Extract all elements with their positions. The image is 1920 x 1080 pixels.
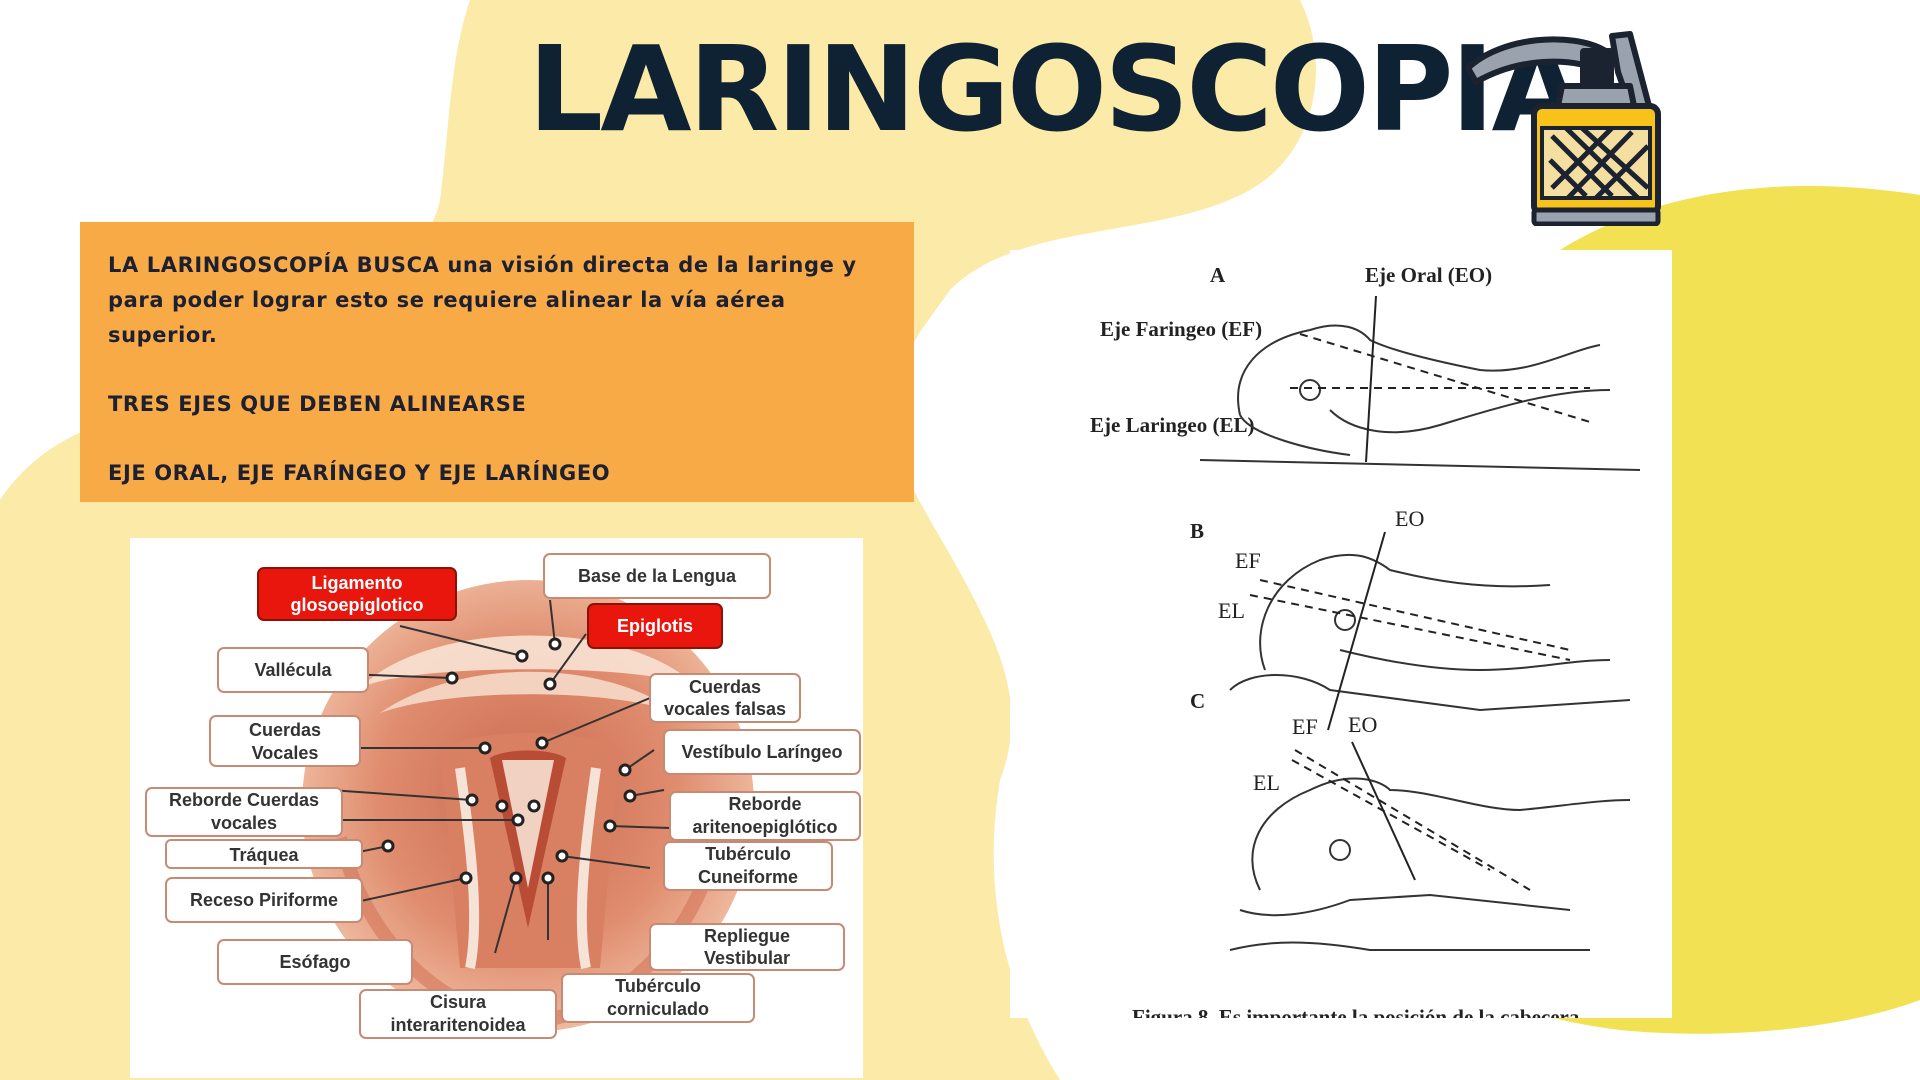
svg-text:aritenoepiglótico: aritenoepiglótico xyxy=(692,817,837,837)
label-repliegue-vestibular: Repliegue Vestibular xyxy=(649,923,845,971)
label-traquea: Tráquea xyxy=(165,839,363,869)
svg-text:Ligamento: Ligamento xyxy=(311,573,402,593)
panel-b-label: B xyxy=(1190,519,1204,543)
panel-c-label: C xyxy=(1190,689,1205,713)
c-ef-label: EF xyxy=(1292,714,1318,739)
axes-list: EJE ORAL, EJE FARÍNGEO Y EJE LARÍNGEO xyxy=(108,461,611,485)
axes-heading: TRES EJES QUE DEBEN ALINEARSE xyxy=(108,392,527,416)
svg-text:interaritenoidea: interaritenoidea xyxy=(390,1015,526,1035)
b-ef-label: EF xyxy=(1235,548,1261,573)
b-eo-label: EO xyxy=(1395,506,1424,531)
svg-text:vocales: vocales xyxy=(211,813,277,833)
svg-text:Vallécula: Vallécula xyxy=(254,660,332,680)
svg-text:Reborde Cuerdas: Reborde Cuerdas xyxy=(169,790,319,810)
svg-text:Tráquea: Tráquea xyxy=(229,845,299,865)
label-cuerdas-falsas: Cuerdas vocales falsas xyxy=(649,673,801,723)
svg-text:Repliegue: Repliegue xyxy=(704,926,790,946)
label-tuberculo-cuneiforme: Tubérculo Cuneiforme xyxy=(663,841,833,891)
larynx-anatomy-diagram: Ligamento glosoepiglotico Base de la Len… xyxy=(130,538,863,1078)
label-cisura-interaritenoidea: Cisura interaritenoidea xyxy=(359,989,557,1039)
panel-a-head xyxy=(1199,324,1641,471)
label-esofago: Esófago xyxy=(217,939,413,985)
laryngoscope-spray-bottle-icon xyxy=(1465,31,1661,226)
svg-text:vocales falsas: vocales falsas xyxy=(664,699,786,719)
label-reborde-cuerdas: Reborde Cuerdas vocales xyxy=(145,787,343,837)
c-eo-label: EO xyxy=(1348,712,1377,737)
svg-text:Esófago: Esófago xyxy=(279,952,350,972)
svg-text:Tubérculo: Tubérculo xyxy=(705,844,791,864)
intro-paragraph: LA LARINGOSCOPÍA BUSCA una visión direct… xyxy=(108,248,886,353)
svg-text:Vestíbulo Laríngeo: Vestíbulo Laríngeo xyxy=(681,742,842,762)
c-el-label: EL xyxy=(1253,770,1280,795)
eje-faringeo-label: Eje Faringeo (EF) xyxy=(1100,317,1262,341)
panel-c-head xyxy=(1229,777,1631,951)
label-epiglotis: Epiglotis xyxy=(587,603,723,649)
label-receso-piriforme: Receso Piriforme xyxy=(165,877,363,923)
panel-a-label: A xyxy=(1210,263,1226,287)
eje-laringeo-label: Eje Laringeo (EL) xyxy=(1090,413,1254,437)
svg-text:corniculado: corniculado xyxy=(607,999,709,1019)
page-title: LARINGOSCOPIA xyxy=(528,20,1583,158)
intro-rest: una visión directa de la laringe y para … xyxy=(108,253,857,347)
label-reborde-aritenoepiglotico: Reborde aritenoepiglótico xyxy=(669,791,861,841)
svg-text:Reborde: Reborde xyxy=(728,794,801,814)
intro-lead: LA LARINGOSCOPÍA BUSCA xyxy=(108,253,440,277)
svg-text:glosoepiglotico: glosoepiglotico xyxy=(291,595,424,615)
svg-text:Epiglotis: Epiglotis xyxy=(617,616,693,636)
svg-text:Tubérculo: Tubérculo xyxy=(615,976,701,996)
label-tuberculo-corniculado: Tubérculo corniculado xyxy=(561,973,755,1023)
svg-text:Vocales: Vocales xyxy=(252,743,319,763)
svg-text:Base de la Lengua: Base de la Lengua xyxy=(578,566,737,586)
label-vestibulo: Vestíbulo Laríngeo xyxy=(663,729,861,775)
panel-b-head xyxy=(1229,553,1631,712)
airway-axes-figure: A Eje Oral (EO) Eje Faringeo (EF) Eje La… xyxy=(1010,250,1672,1018)
eje-oral-label: Eje Oral (EO) xyxy=(1365,263,1492,287)
figure-caption: Figura 8. Es importante la posición de l… xyxy=(1132,1005,1580,1018)
svg-text:Cisura: Cisura xyxy=(430,992,487,1012)
label-ligamento: Ligamento glosoepiglotico xyxy=(257,567,457,621)
label-base-lengua: Base de la Lengua xyxy=(543,553,771,599)
svg-text:Cuneiforme: Cuneiforme xyxy=(698,867,798,887)
svg-text:Cuerdas: Cuerdas xyxy=(689,677,761,697)
b-el-label: EL xyxy=(1218,598,1245,623)
label-vallecula: Vallécula xyxy=(217,647,369,693)
svg-text:Vestibular: Vestibular xyxy=(704,948,790,968)
svg-text:Receso Piriforme: Receso Piriforme xyxy=(190,890,338,910)
svg-text:Cuerdas: Cuerdas xyxy=(249,720,321,740)
info-box: LA LARINGOSCOPÍA BUSCA una visión direct… xyxy=(80,222,914,502)
label-cuerdas-vocales: Cuerdas Vocales xyxy=(209,715,361,767)
